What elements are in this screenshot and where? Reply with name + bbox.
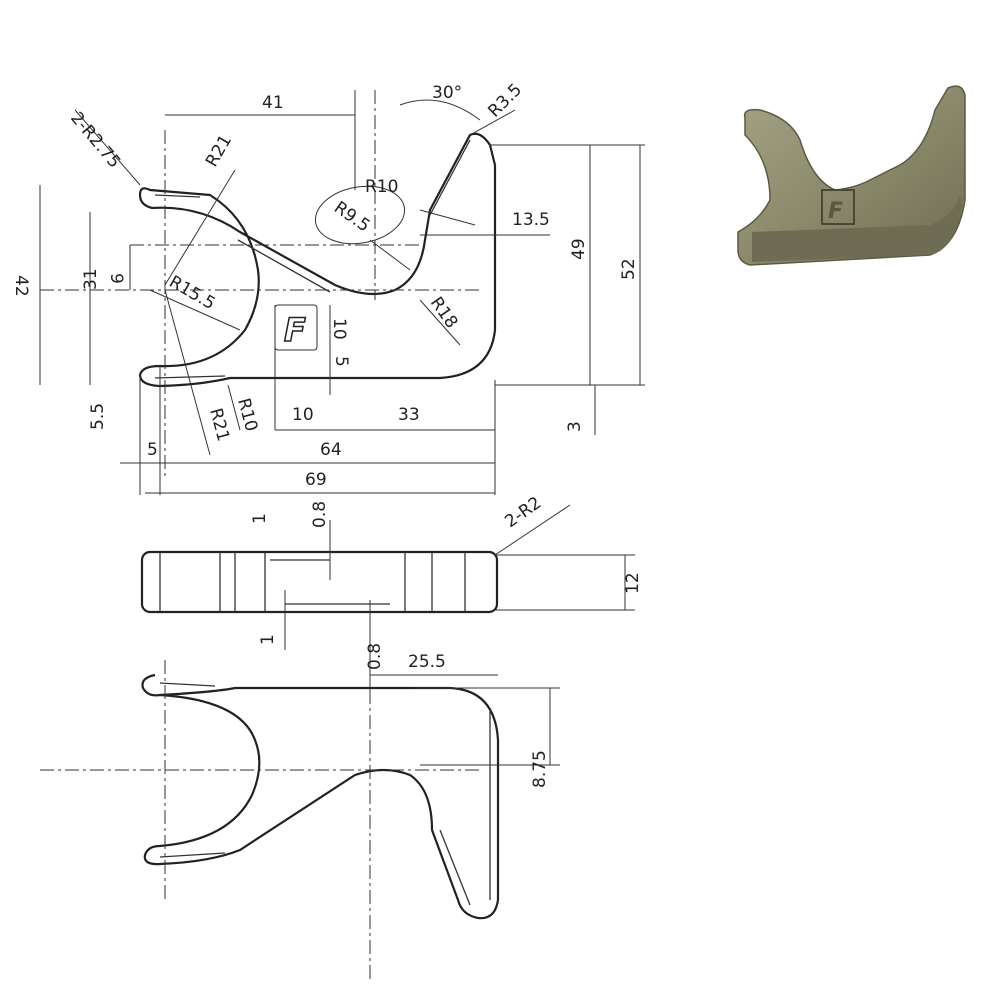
dim-52: 52 bbox=[619, 258, 639, 280]
radius-r15-5: R15.5 bbox=[166, 272, 219, 314]
dim-8-75: 8.75 bbox=[530, 750, 550, 788]
dim-12: 12 bbox=[623, 572, 643, 594]
dim-33: 33 bbox=[398, 405, 420, 425]
dim-5: 5 bbox=[147, 440, 158, 460]
radius-2-r2-75: 2-R2.75 bbox=[66, 108, 124, 172]
dim-42: 42 bbox=[11, 275, 31, 297]
part-outline-side-view bbox=[140, 550, 499, 614]
bottom-view: 25.5 8.75 bbox=[40, 652, 560, 980]
angle-30: 30° bbox=[432, 83, 462, 103]
top-view: F 41 30° R3.5 2-R2.75 R21 R10 R9.5 13.5 … bbox=[11, 80, 645, 495]
radius-r21-bottom: R21 bbox=[205, 406, 233, 443]
dim-49: 49 bbox=[569, 238, 589, 260]
dim-41: 41 bbox=[262, 93, 284, 113]
part-outline-top-view bbox=[138, 132, 497, 388]
dim-1-top: 1 bbox=[250, 513, 270, 524]
dim-10-horizontal: 10 bbox=[292, 405, 314, 425]
dim-0-8-bottom: 0.8 bbox=[365, 643, 385, 670]
radius-r10-bottom: R10 bbox=[233, 396, 261, 433]
dim-9: 9 bbox=[106, 273, 126, 284]
part-photo: F bbox=[737, 85, 966, 266]
dim-25-5: 25.5 bbox=[408, 652, 446, 672]
dim-5-vertical: 5 bbox=[331, 356, 351, 367]
radius-r10-top: R10 bbox=[365, 177, 398, 197]
part-outline-bottom-view bbox=[141, 673, 500, 920]
photo-logo-letter: F bbox=[828, 199, 843, 224]
radius-r21-top: R21 bbox=[202, 132, 236, 171]
dim-5-5: 5.5 bbox=[88, 403, 108, 430]
logo-letter-f: F bbox=[284, 311, 306, 349]
dim-10-vertical: 10 bbox=[329, 318, 349, 340]
dim-31: 31 bbox=[81, 268, 101, 290]
dim-64: 64 bbox=[320, 440, 342, 460]
dim-3: 3 bbox=[565, 421, 585, 432]
photo-logo-emboss bbox=[821, 189, 855, 225]
dim-13-5: 13.5 bbox=[512, 210, 550, 230]
side-view: 1 0.8 2-R2 12 1 0.8 bbox=[140, 493, 643, 690]
dim-0-8-top: 0.8 bbox=[310, 501, 330, 528]
logo-box bbox=[274, 304, 318, 351]
dim-69: 69 bbox=[305, 470, 327, 490]
dim-1-bottom: 1 bbox=[258, 634, 278, 645]
radius-r9-5: R9.5 bbox=[330, 198, 373, 237]
